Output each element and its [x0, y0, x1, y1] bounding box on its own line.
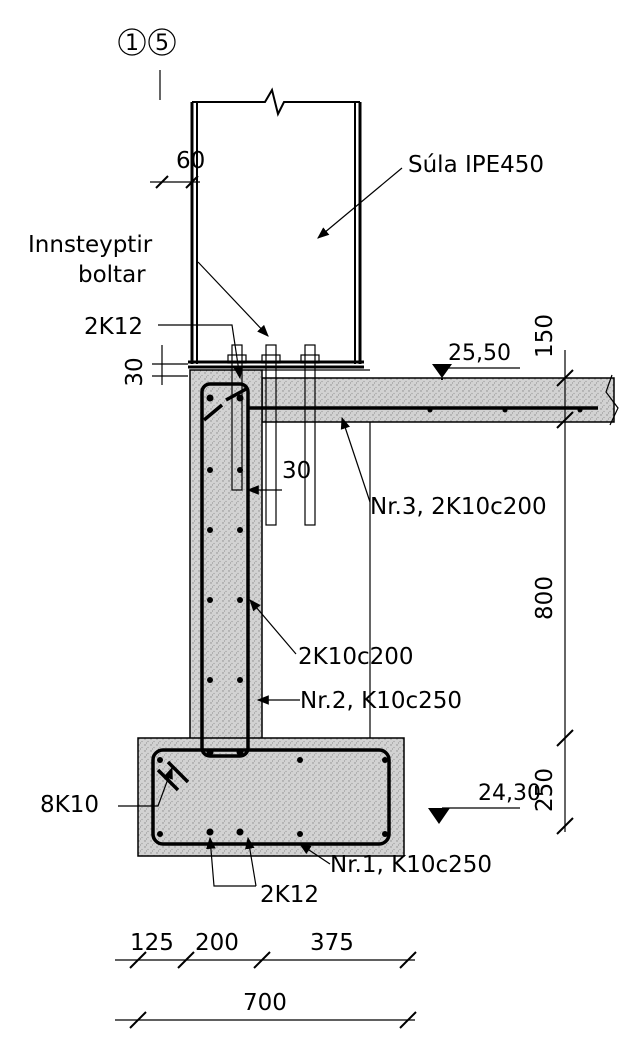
level-top: 25,50: [432, 341, 520, 380]
slab-break-line: [605, 374, 619, 426]
label-footing-stirrup: Nr.1, K10c250: [330, 852, 492, 878]
rebar-corner-hook: [202, 386, 249, 422]
svg-text:30: 30: [122, 357, 148, 386]
label-wall-vertical: 2K10c200: [298, 644, 414, 670]
svg-text:24,30: 24,30: [478, 781, 541, 806]
label-column: Súla IPE450: [408, 152, 544, 178]
svg-text:25,50: 25,50: [448, 341, 511, 366]
level-bottom: 24,30: [428, 781, 541, 824]
dim-bottom: 125 200 375 700: [115, 930, 417, 1029]
label-wall-stirrup: Nr.2, K10c250: [300, 688, 462, 714]
svg-text:60: 60: [176, 148, 205, 174]
grid-marker-1: 1: [118, 28, 146, 56]
rebar-footing-stirrup: [151, 748, 391, 846]
grid-marker-5: 5: [148, 28, 176, 56]
dim-250: 250: [532, 768, 558, 812]
label-top-corner-bars: 2K12: [84, 314, 143, 340]
label-cast-in-bolts-1: Innsteyptir: [28, 232, 153, 258]
dim-200: 200: [195, 930, 239, 956]
rebar-wall-stirrup: [200, 382, 250, 758]
anchor-bolts: [227, 344, 320, 526]
strip-footing: [137, 737, 405, 857]
label-slab-bar: Nr.3, 2K10c200: [370, 494, 547, 520]
dim-800: 800: [532, 576, 558, 620]
dim-375: 375: [310, 930, 354, 956]
dim-60: 60: [150, 148, 205, 189]
dim-125: 125: [130, 930, 174, 956]
label-cast-in-bolts-2: boltar: [78, 262, 146, 288]
label-bolt-edge: 30: [282, 458, 311, 484]
dim-700: 700: [243, 990, 287, 1016]
grid-label-5: 5: [155, 31, 169, 56]
dim-30-grout: 30: [122, 345, 188, 387]
dim-right-vertical: 150 800 250: [532, 314, 574, 835]
label-footing-long: 8K10: [40, 792, 99, 818]
leaders: [118, 167, 403, 887]
grid-label-1: 1: [125, 31, 139, 56]
dim-150: 150: [532, 314, 558, 358]
label-wall-bottom: 2K12: [260, 882, 319, 908]
